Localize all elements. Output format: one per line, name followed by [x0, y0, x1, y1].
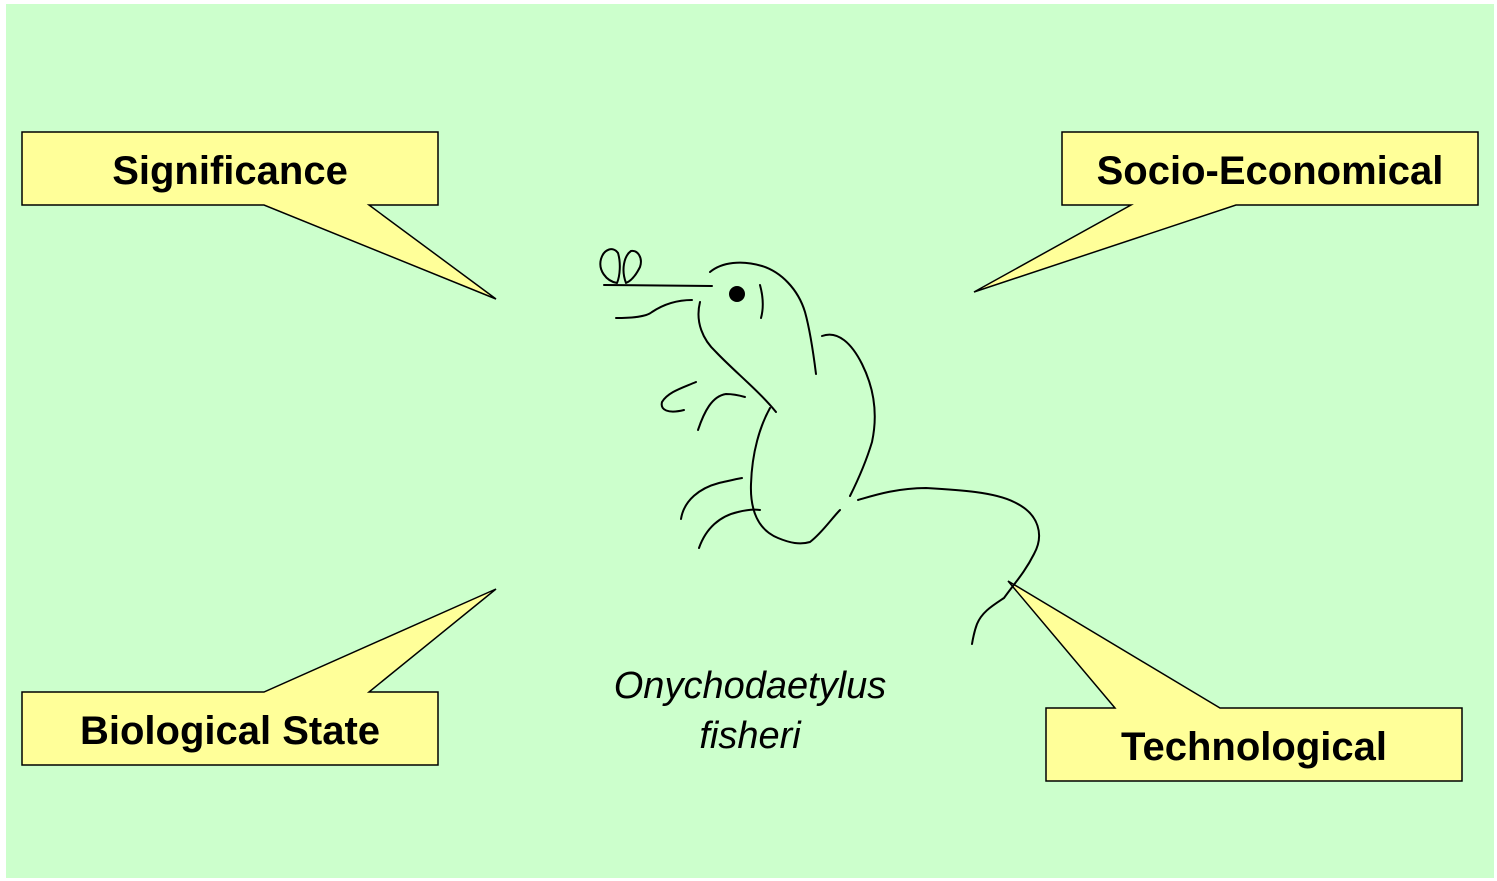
callout-biological-state: Biological State [22, 589, 496, 765]
callout-biological-state-label: Biological State [80, 709, 380, 753]
callout-significance: Significance [22, 132, 496, 299]
callout-socio-economical: Socio-Economical [974, 132, 1478, 292]
species-name-line-2: fisheri [699, 715, 802, 757]
callout-technological: Technological [1008, 581, 1462, 781]
species-name-line-1: Onychodaetylus [614, 665, 887, 707]
callout-technological-label: Technological [1121, 725, 1387, 769]
callout-socio-economical-label: Socio-Economical [1097, 149, 1444, 193]
eye-icon [729, 286, 745, 302]
salamander-sketch [600, 249, 1039, 644]
callout-significance-label: Significance [112, 149, 348, 193]
